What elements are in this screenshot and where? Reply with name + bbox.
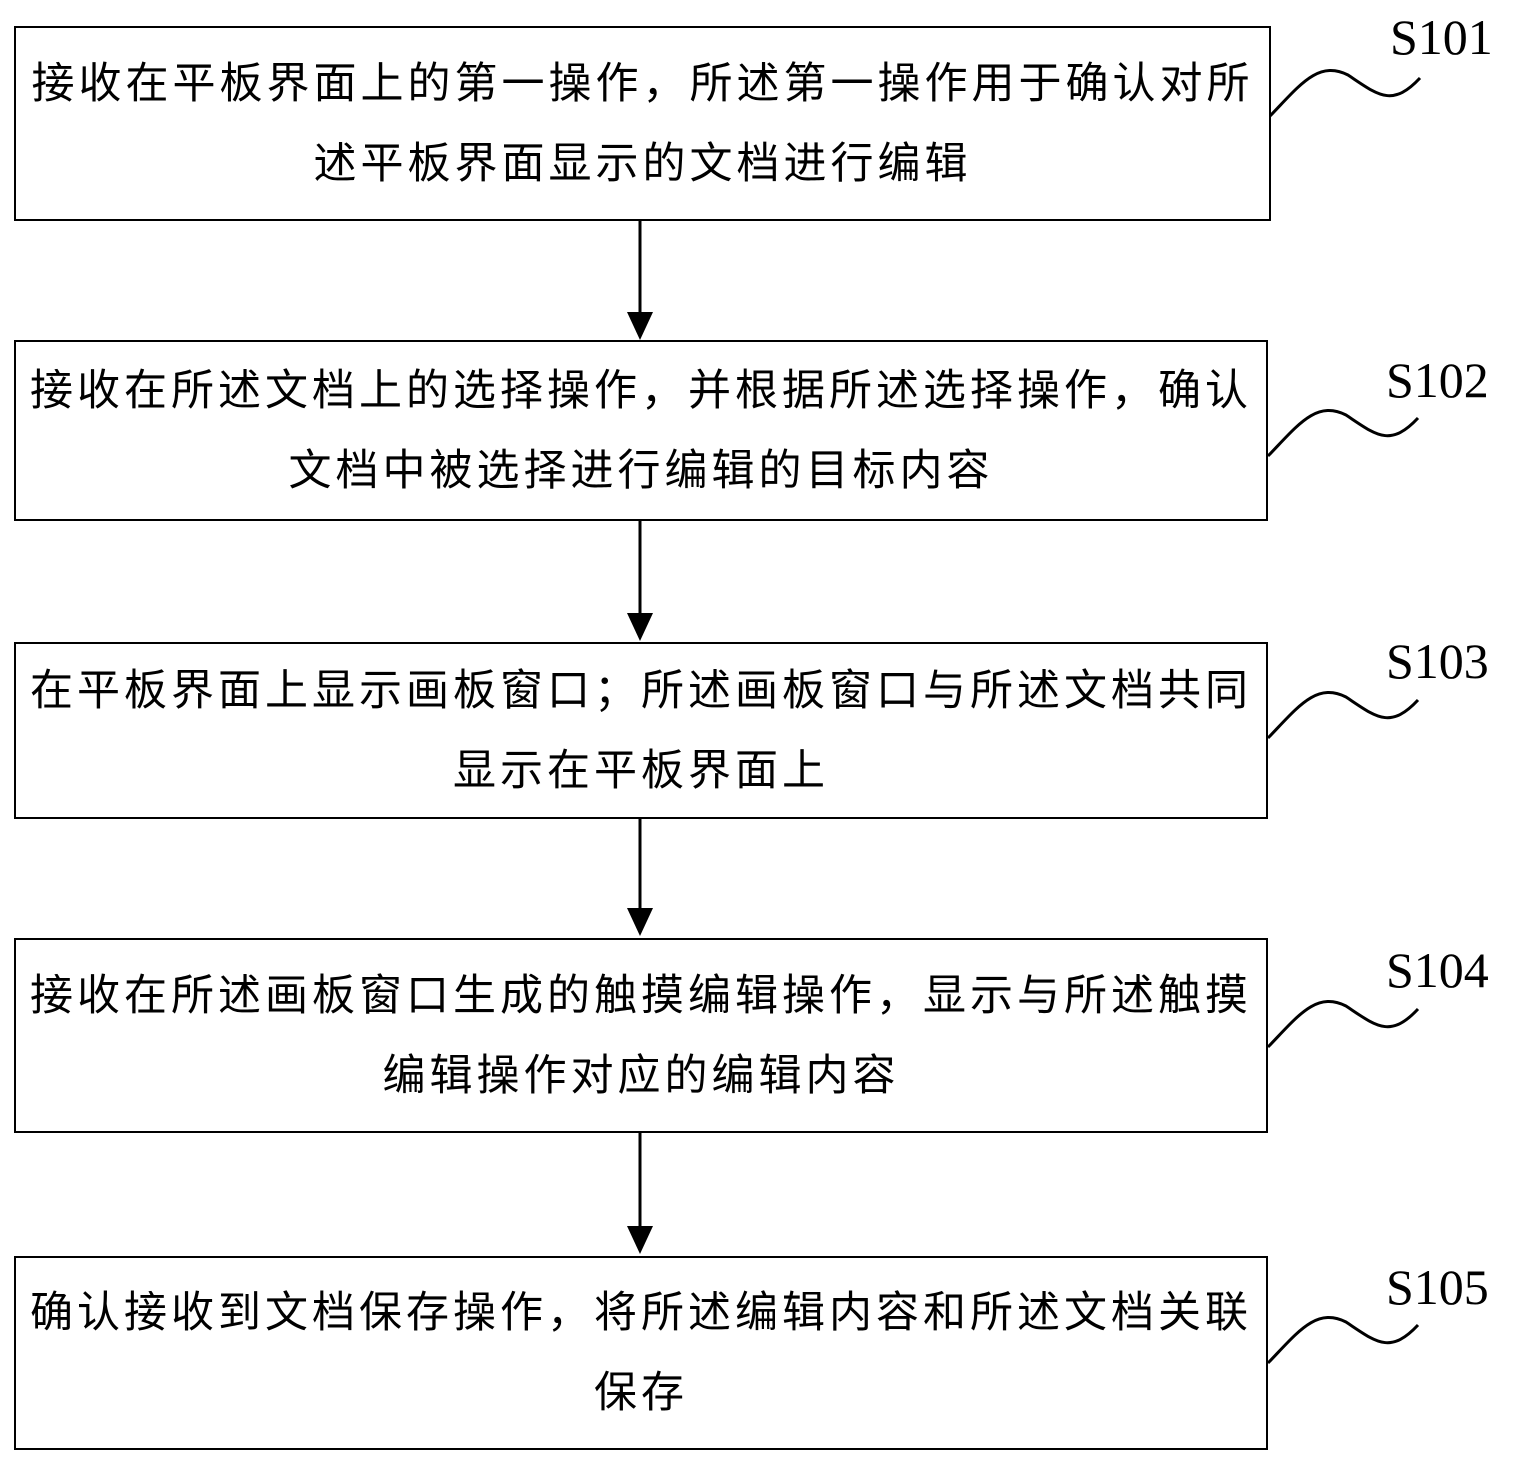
- step-label-s105: S105: [1386, 1259, 1489, 1315]
- step-text: 接收在所述画板窗口生成的触摸编辑操作，显示与所述触摸编辑操作对应的编辑内容: [30, 970, 1252, 1101]
- step-box-s103: 在平板界面上显示画板窗口；所述画板窗口与所述文档共同显示在平板界面上: [14, 642, 1268, 819]
- step-text: 确认接收到文档保存操作，将所述编辑内容和所述文档关联保存: [30, 1288, 1252, 1418]
- step-label-s104: S104: [1386, 942, 1489, 998]
- step-box-s104: 接收在所述画板窗口生成的触摸编辑操作，显示与所述触摸编辑操作对应的编辑内容: [14, 938, 1268, 1133]
- step-label-s103: S103: [1386, 633, 1489, 689]
- step-text: 在平板界面上显示画板窗口；所述画板窗口与所述文档共同显示在平板界面上: [30, 665, 1252, 796]
- label-leader-line: [1266, 1000, 1420, 1049]
- flow-arrow: [627, 1133, 653, 1254]
- label-leader-line: [1268, 69, 1422, 118]
- step-box-s102: 接收在所述文档上的选择操作，并根据所述选择操作，确认文档中被选择进行编辑的目标内…: [14, 340, 1268, 521]
- label-leader-line: [1266, 691, 1420, 740]
- step-label-s101: S101: [1390, 9, 1493, 65]
- flow-arrow: [627, 521, 653, 641]
- label-leader-line: [1266, 1316, 1420, 1365]
- step-box-s105: 确认接收到文档保存操作，将所述编辑内容和所述文档关联保存: [14, 1256, 1268, 1450]
- flow-arrow: [627, 819, 653, 936]
- flow-arrow: [627, 221, 653, 340]
- label-leader-line: [1266, 409, 1420, 458]
- step-box-s101: 接收在平板界面上的第一操作，所述第一操作用于确认对所述平板界面显示的文档进行编辑: [14, 26, 1271, 221]
- step-text: 接收在平板界面上的第一操作，所述第一操作用于确认对所述平板界面显示的文档进行编辑: [31, 58, 1254, 189]
- step-text: 接收在所述文档上的选择操作，并根据所述选择操作，确认文档中被选择进行编辑的目标内…: [30, 365, 1252, 496]
- step-label-s102: S102: [1386, 352, 1489, 408]
